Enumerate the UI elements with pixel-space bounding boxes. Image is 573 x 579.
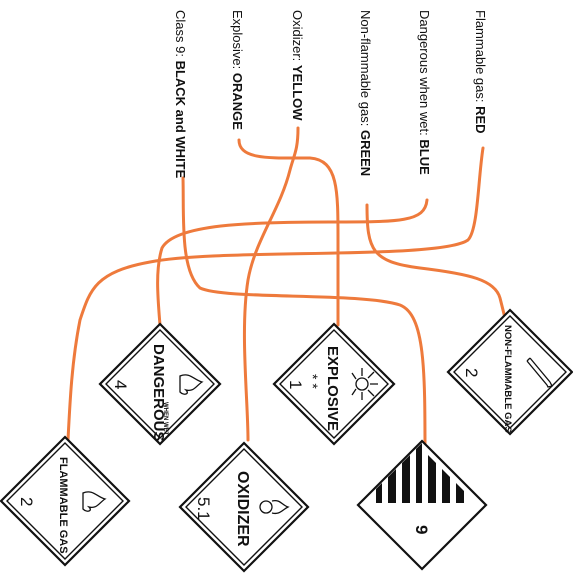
exploding-bomb-icon (351, 368, 378, 400)
label-nonflam: Non-flammable gas: GREEN (358, 10, 373, 176)
placard-number: 4 (111, 380, 130, 389)
placard-stars: * * (305, 374, 321, 389)
connector-lines (66, 126, 507, 457)
connector-dangerous (156, 198, 429, 327)
placard-title: NON-FLAMMABLE GAS (502, 325, 513, 433)
label-class9: Class 9: BLACK and WHITE (173, 10, 188, 179)
placard-class-9: 9 (356, 439, 488, 571)
connector-nonflam (365, 203, 507, 320)
placard-title: DANGEROUS (150, 344, 167, 442)
connector-flamgas (66, 146, 485, 442)
placard-number: 9 (412, 525, 431, 534)
placard-flammable-gas: FLAMMABLE GAS 2 (0, 435, 131, 567)
placard-title: OXIDIZER (234, 471, 251, 547)
placard-number: 2 (462, 368, 481, 377)
vertical-stripes-icon (376, 443, 464, 503)
placard-number: 2 (17, 497, 36, 506)
placard-oxidizer: OXIDIZER 5.1 (178, 441, 310, 573)
placard-number: 5.1 (194, 497, 213, 521)
color-labels: Class 9: BLACK and WHITE Explosive: ORAN… (173, 10, 488, 179)
placard-dangerous-when-wet: DANGEROUS WHEN WET 4 (98, 322, 222, 446)
placard-subtitle: WHEN WET (162, 402, 168, 436)
placard-title: EXPLOSIVE (324, 346, 341, 431)
connector-explosive (237, 138, 340, 327)
label-explosive: Explosive: ORANGE (230, 10, 245, 130)
connector-oxidizer (242, 126, 300, 442)
placard-explosive: EXPLOSIVE * * 1 (272, 322, 396, 446)
placard-number: 1 (286, 380, 305, 389)
flame-icon (179, 374, 204, 395)
connector-class9 (181, 176, 427, 457)
label-dangerous: Dangerous when wet: BLUE (417, 10, 432, 175)
placard-non-flammable-gas: NON-FLAMMABLE GAS 2 (446, 308, 573, 436)
label-oxidizer: Oxidizer: YELLOW (290, 10, 305, 121)
flame-icon (82, 491, 107, 512)
flame-over-circle-icon (259, 499, 290, 515)
placard-title: FLAMMABLE GAS (57, 457, 69, 554)
gas-cylinder-icon (526, 357, 553, 388)
label-flamgas: Flammable gas: RED (473, 10, 488, 134)
